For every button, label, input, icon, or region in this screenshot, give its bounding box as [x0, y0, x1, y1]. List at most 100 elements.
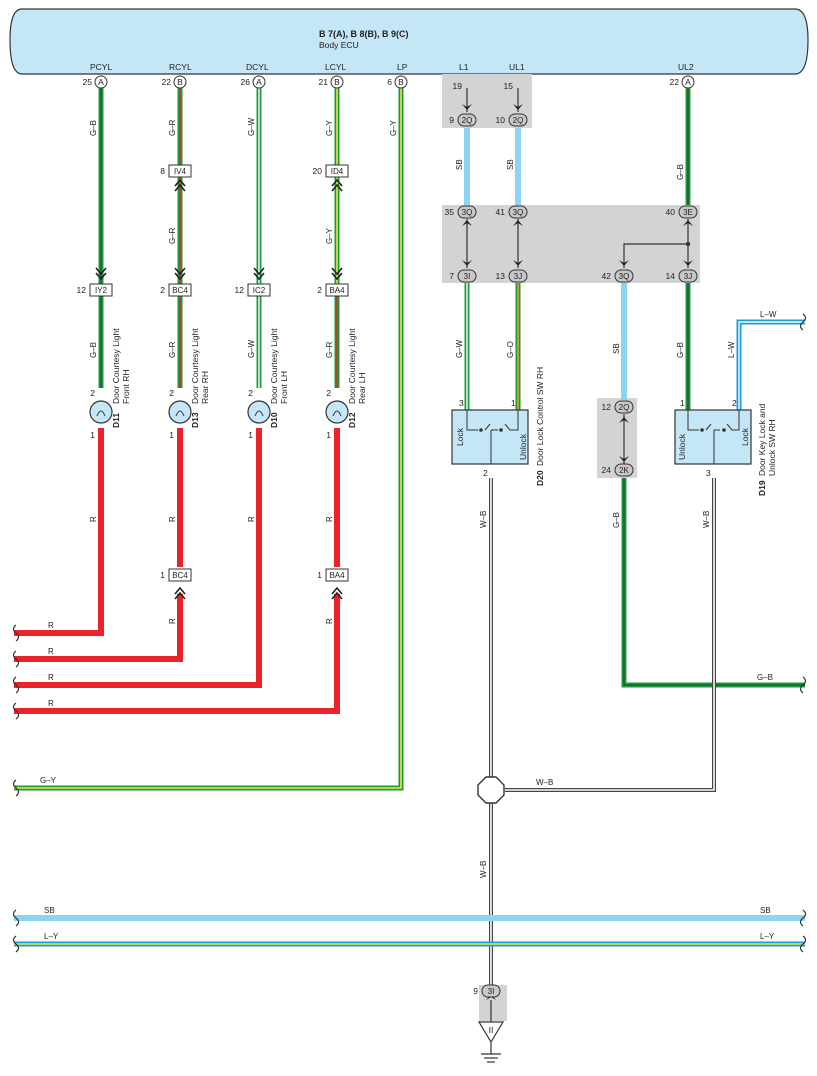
terminal-l1: 19 [453, 81, 463, 91]
comp-line1: Door Courtesy Light [347, 328, 357, 404]
wire-labels-horizontal: R R R R G–Y L–W G–B W–B SB SB L–Y L–Y [40, 310, 777, 941]
connector-code: IV4 [174, 167, 187, 176]
wire-label-r: R [325, 618, 334, 624]
jc-3i-9: 3I 9 [473, 984, 501, 998]
wire-label-gy: G–Y [325, 119, 334, 136]
wire-label-gy: G–Y [40, 776, 57, 785]
jc-pin: 9 [449, 115, 454, 125]
jc-code: 3J [514, 272, 522, 281]
jc-code: 3I [488, 987, 495, 996]
jc-pin: 42 [602, 271, 612, 281]
wire-label-ly: L–Y [760, 932, 775, 941]
connector-pin: 1 [160, 570, 165, 580]
comp-line1: Door Lock Control SW RH [535, 367, 545, 466]
connector-ba4: BA4 2 [317, 283, 349, 297]
comp-line2: Unlock SW RH [767, 419, 777, 476]
bulb-pins: 2 1 2 1 2 1 2 1 [90, 388, 331, 440]
jc-3j-14: 3J 14 [666, 269, 698, 283]
terminal-name-lp: LP [397, 62, 408, 72]
connector-code: BA4 [329, 571, 345, 580]
bulb-d10 [247, 400, 271, 424]
terminal-rcyl: B 22 [162, 75, 187, 89]
terminal-conn-dcyl: A [256, 77, 262, 87]
connector-code: BC4 [172, 571, 188, 580]
wire-label-gb: G–B [89, 342, 98, 358]
jc-pin: 14 [666, 271, 676, 281]
wire-red-d11 [14, 428, 104, 636]
wire-label-lw: L–W [727, 341, 736, 358]
wire-label-gy: G–Y [389, 119, 398, 136]
jc-code: 3J [684, 272, 692, 281]
wire-label-go: G–O [506, 341, 515, 358]
terminal-lp: B 6 [387, 75, 408, 89]
jc-2q-12: 2Q 12 [602, 400, 634, 414]
comp-line1: Door Key Lock and [757, 403, 767, 476]
comp-line2: Front LH [279, 371, 289, 404]
jc-pin: 10 [496, 115, 506, 125]
wire-label-gr: G–R [168, 341, 177, 358]
pin-2: 2 [169, 388, 174, 398]
comp-code: D12 [347, 412, 357, 428]
wire-label-sb: SB [760, 906, 771, 915]
jc-pin: 41 [496, 207, 506, 217]
d19-unlock-label: Unlock [677, 433, 687, 460]
wire-label-gy: G–Y [325, 227, 334, 244]
terminal-conn-lp: B [398, 77, 404, 87]
connector-id4: ID4 20 [313, 164, 349, 178]
wire-label-gr: G–R [325, 341, 334, 358]
wire-label-gb: G–B [89, 120, 98, 136]
wire-label-r: R [168, 516, 177, 522]
comp-code: D20 [535, 470, 545, 486]
jc-2q-10: 2Q 10 [496, 113, 528, 127]
terminal-conn-lcyl: B [334, 77, 340, 87]
connector-code: IC2 [253, 286, 266, 295]
wire-label-r: R [48, 647, 54, 656]
jc-3j-13: 3J 13 [496, 269, 528, 283]
bulb-d13 [168, 400, 192, 424]
pin-1: 1 [248, 430, 253, 440]
pin-1: 1 [326, 430, 331, 440]
pin-1: 1 [511, 398, 516, 408]
wire-label-sb: SB [506, 159, 515, 170]
terminal-name-ul1: UL1 [509, 62, 525, 72]
bulb-filament-icon [332, 410, 342, 417]
bulb-filament-icon [96, 410, 106, 417]
jc-2k-24: 2K 24 [602, 463, 634, 477]
jc-pin: 12 [602, 402, 612, 412]
connector-bc4-lower: BC4 1 [160, 568, 192, 582]
terminal-ul1: 15 [504, 81, 514, 91]
ecu-subtitle: Body ECU [319, 40, 359, 50]
wire-label-wb: W–B [702, 511, 711, 528]
terminal-pin-lcyl: 21 [319, 77, 329, 87]
wire-label-gr: G–R [168, 119, 177, 136]
wire-label-sb: SB [612, 343, 621, 354]
pin-2: 2 [326, 388, 331, 398]
jc-code: 3Q [513, 208, 524, 217]
jc-3q-42: 3Q 42 [602, 269, 634, 283]
comp-code: D13 [190, 412, 200, 428]
wire-label-gb: G–B [676, 342, 685, 358]
connector-pin: 12 [235, 285, 245, 295]
jc-3i-7: 3I 7 [449, 269, 477, 283]
wire-label-gb: G–B [676, 164, 685, 180]
d20-unlock-label: Unlock [518, 433, 528, 460]
terminal-conn-pcyl: A [98, 77, 104, 87]
wire-label-r: R [247, 516, 256, 522]
wire-red-d13 [14, 428, 183, 662]
connector-ba4-lower: BA4 1 [317, 568, 349, 582]
connector-code: IY2 [95, 286, 108, 295]
d20-lock-label: Lock [455, 427, 465, 446]
wire-red-d10 [14, 428, 262, 688]
wire-wb [489, 478, 716, 985]
jc-code: 3E [683, 208, 693, 217]
wire-label-r: R [48, 673, 54, 682]
splice-dot [685, 241, 691, 247]
pin-1: 1 [90, 430, 95, 440]
jc-2q-9: 2Q 9 [449, 113, 477, 127]
switch-d20: Lock Unlock 3 1 2 D20 Door Lock Control … [451, 367, 545, 486]
comp-line2: Rear LH [357, 372, 367, 404]
pin-2: 2 [248, 388, 253, 398]
wire-breaks [12, 313, 807, 953]
terminal-lcyl: B 21 [319, 75, 344, 89]
